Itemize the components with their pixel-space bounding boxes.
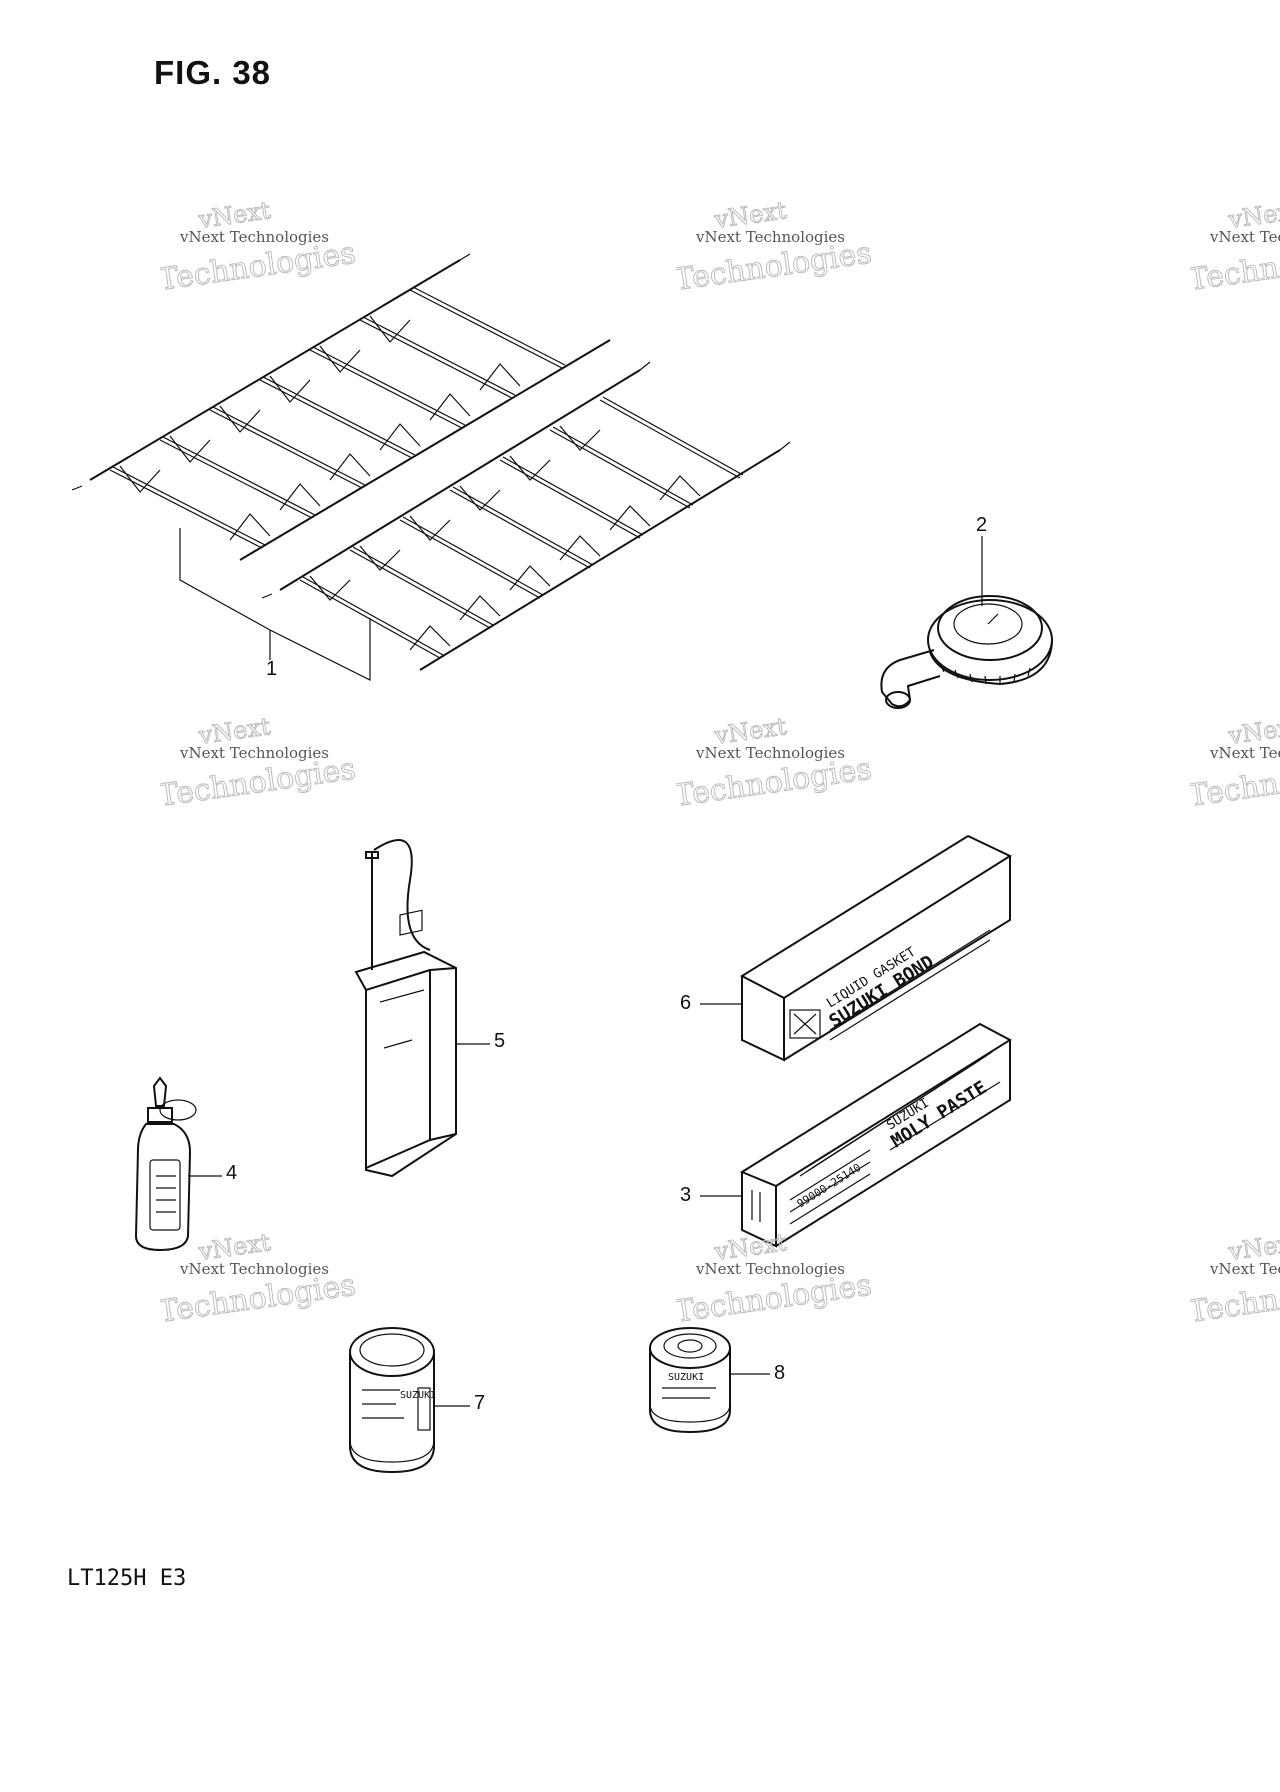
- callout-6: 6: [680, 992, 692, 1014]
- callout-7: 7: [474, 1392, 486, 1414]
- tire-chains-item-1: [71, 253, 791, 681]
- callout-5: 5: [494, 1030, 506, 1052]
- tire-chain-right: [261, 361, 791, 671]
- can8-label: SUZUKI: [668, 1372, 704, 1383]
- callout-3: 3: [680, 1184, 692, 1206]
- callout-2: 2: [976, 514, 988, 536]
- callout-1: 1: [266, 658, 278, 680]
- callout-1-leader: [179, 528, 371, 681]
- can-item-7: SUZUKI: [349, 1327, 470, 1474]
- figure-title: FIG. 38: [154, 54, 272, 91]
- can-item-8: SUZUKI: [649, 1327, 770, 1434]
- callout-8: 8: [774, 1362, 786, 1384]
- suzuki-bond-box-item-6: LIQUID GASKET SUZUKI BOND: [700, 834, 1013, 1062]
- callout-4: 4: [226, 1162, 238, 1184]
- grease-bottle-item-4: [134, 1076, 222, 1252]
- pressure-gauge-item-2: [880, 536, 1053, 709]
- model-code: LT125H E3: [67, 1566, 187, 1591]
- can7-label: SUZUKI: [400, 1390, 436, 1401]
- tire-chain-left: [71, 253, 611, 561]
- oil-can-item-5: [354, 839, 490, 1178]
- moly-paste-box-item-3: SUZUKI MOLY PASTE 99000-25140: [700, 1022, 1012, 1248]
